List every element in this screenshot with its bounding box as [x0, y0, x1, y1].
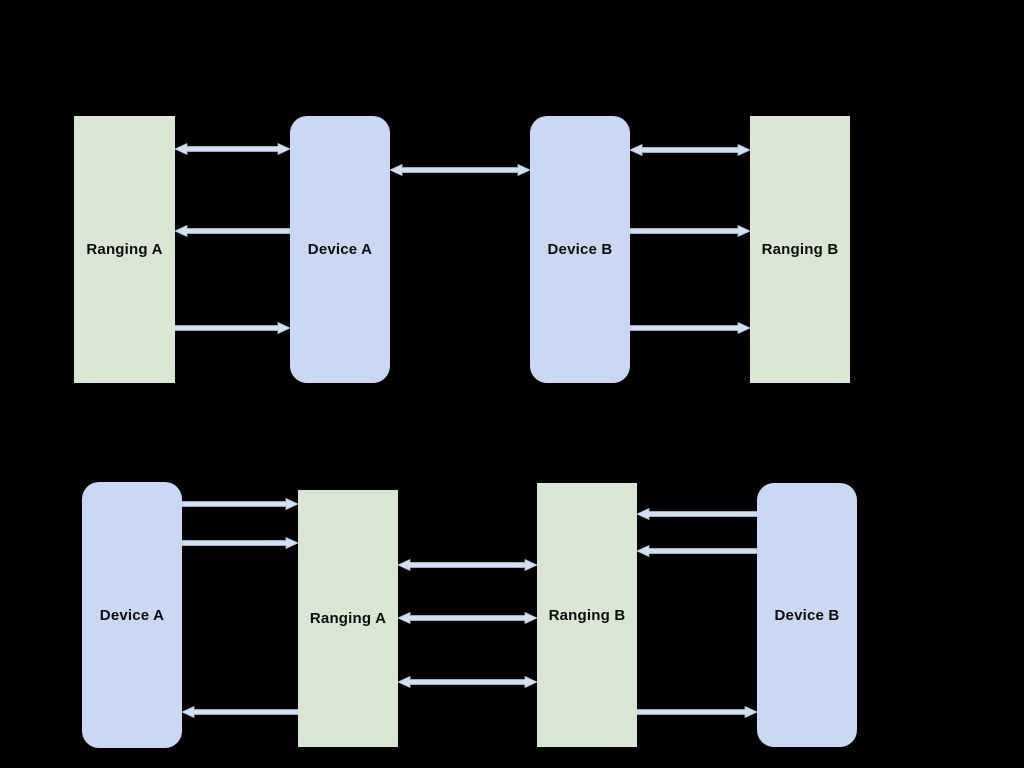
box-label: Device A: [99, 606, 165, 624]
bottom-ranging-exchange-ranging-b-box: Ranging B: [537, 483, 637, 747]
top-ranging-exchange-ranging-a-box: Ranging A: [74, 116, 175, 383]
arrow-device-b-to-ranging-b: [636, 507, 758, 521]
top-ranging-exchange-device-b-box: Device B: [530, 116, 630, 383]
arrow-device-b-to-ranging-b: [629, 224, 751, 238]
arrow-device-a-to-device-b: [389, 163, 531, 177]
arrow-ranging-b-to-device-b: [636, 705, 758, 719]
arrow-device-b-to-ranging-b: [629, 321, 751, 335]
arrow-ranging-a-to-device-a: [174, 321, 291, 335]
box-label: Ranging A: [309, 610, 387, 627]
arrow-device-b-to-ranging-b: [629, 143, 751, 157]
arrow-ranging-a-to-device-a: [181, 705, 299, 719]
arrow-ranging-a-to-device-a: [174, 142, 291, 156]
arrow-device-a-to-ranging-a: [181, 536, 299, 550]
bottom-ranging-exchange-device-a-box: Device A: [82, 482, 182, 748]
arrow-ranging-a-to-ranging-b: [397, 675, 538, 689]
arrow-device-a-to-ranging-a: [181, 497, 299, 511]
box-label: Ranging A: [86, 241, 163, 258]
bottom-ranging-exchange-ranging-a-box: Ranging A: [298, 490, 398, 747]
box-label: Device A: [307, 241, 373, 258]
box-label: Ranging B: [761, 241, 839, 258]
box-label: Ranging B: [548, 606, 626, 624]
box-label: Device B: [774, 606, 840, 624]
top-ranging-exchange-ranging-b-box: Ranging B: [750, 116, 850, 383]
arrow-ranging-a-to-ranging-b: [397, 611, 538, 625]
top-ranging-exchange-device-a-box: Device A: [290, 116, 390, 383]
arrow-device-b-to-ranging-b: [636, 544, 758, 558]
arrow-device-a-to-ranging-a: [174, 224, 291, 238]
arrow-ranging-a-to-ranging-b: [397, 558, 538, 572]
bottom-ranging-exchange-device-b-box: Device B: [757, 483, 857, 747]
box-label: Device B: [547, 241, 613, 258]
